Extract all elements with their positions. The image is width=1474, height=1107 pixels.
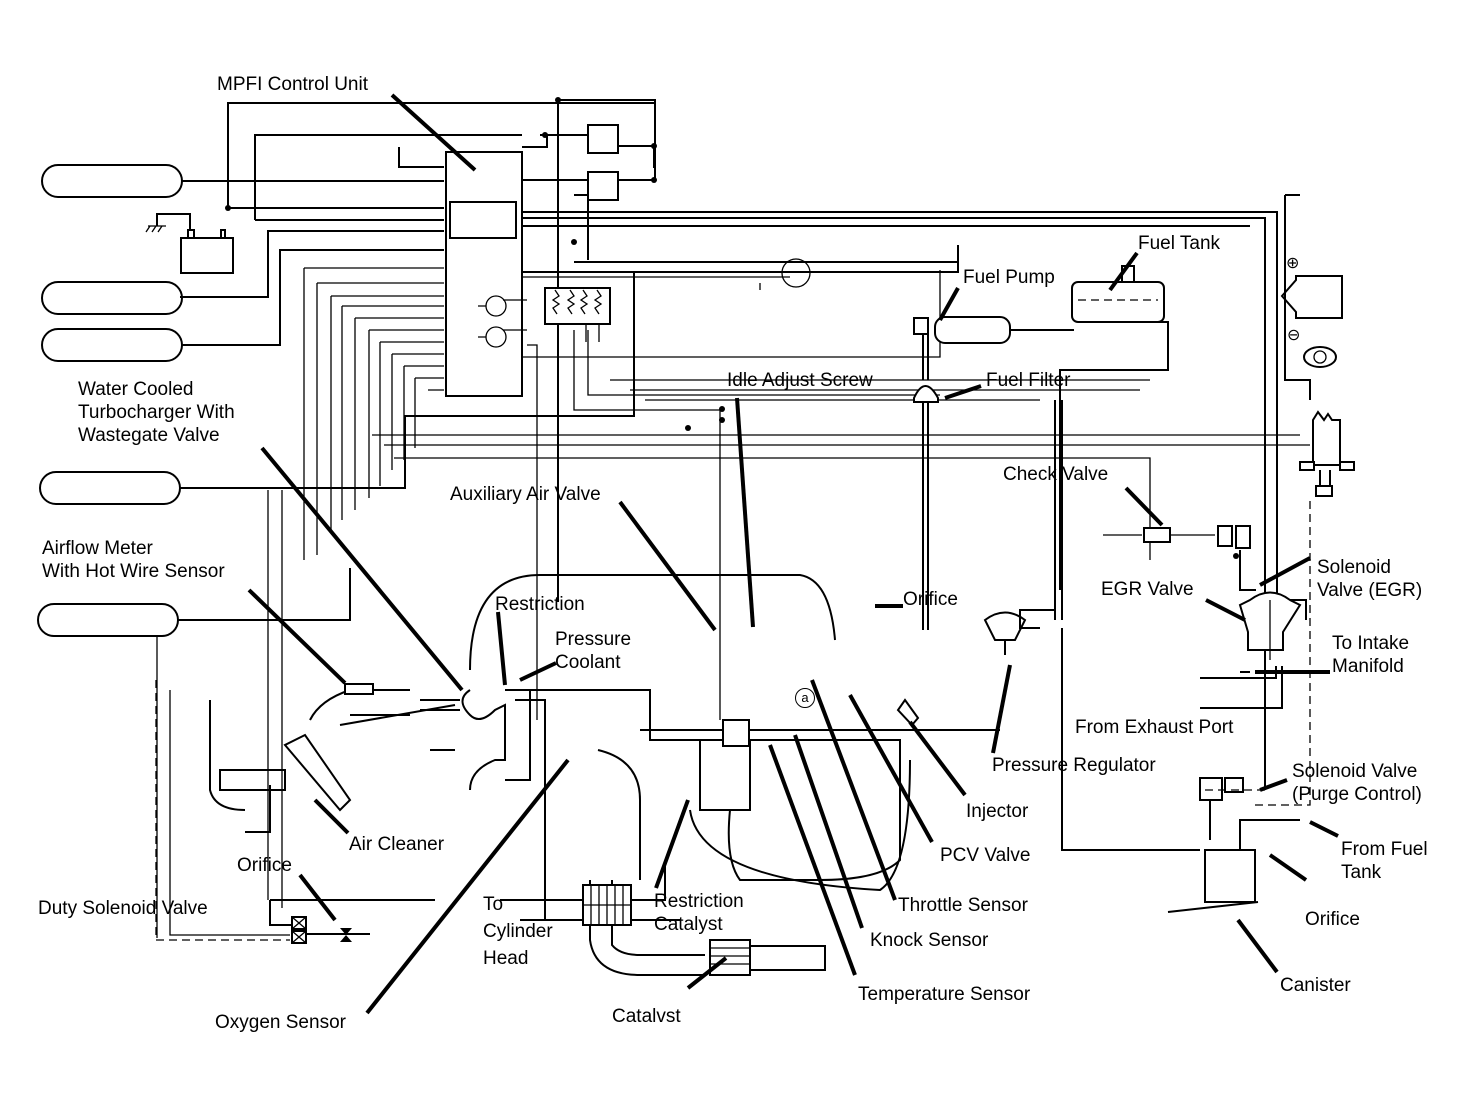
exhaust-system	[582, 880, 826, 976]
label-orifice-right: Orifice	[1305, 909, 1360, 930]
label-duty-solenoid-valve: Duty Solenoid Valve	[38, 898, 208, 919]
sensor-capsule-3	[41, 328, 183, 362]
label-restriction-catalyst: Restriction Catalyst	[654, 891, 744, 935]
label-check-valve: Check Valve	[1003, 464, 1109, 485]
harness-wiring	[155, 102, 656, 941]
label-throttle-sensor: Throttle Sensor	[898, 895, 1028, 916]
label-auxiliary-air-valve: Auxiliary Air Valve	[450, 484, 601, 505]
label-catalyst: Catalvst	[612, 1006, 681, 1027]
label-to-cylinder-head: To Cylinder Head	[483, 894, 553, 969]
label-egr-valve: EGR Valve	[1101, 579, 1194, 600]
label-knock-sensor: Knock Sensor	[870, 930, 989, 951]
canister-system	[1061, 500, 1311, 913]
label-fuel-pump: Fuel Pump	[963, 267, 1055, 288]
label-water-cooled-turbocharger: Water Cooled Turbocharger With Wastegate…	[78, 379, 235, 446]
junction-a-marker: a	[795, 688, 815, 708]
label-pcv-valve: PCV Valve	[940, 845, 1031, 866]
label-from-fuel-tank: From Fuel Tank	[1341, 839, 1428, 883]
sensor-capsule-5	[37, 603, 179, 637]
turbocharger-icon	[461, 689, 506, 791]
ignition-coil-icon	[1280, 275, 1343, 368]
coil-plus-symbol: ⊕	[1286, 255, 1300, 272]
duty-solenoid-icon	[269, 899, 435, 944]
catalyst-main-icon	[709, 939, 751, 976]
sensor-capsule-2	[41, 281, 183, 315]
label-orifice-mid: Orifice	[903, 589, 958, 610]
sensor-capsule-4	[39, 471, 181, 505]
sensor-capsule-1	[41, 164, 183, 198]
distributor-icon	[1299, 410, 1355, 497]
leader-arrows	[247, 93, 1339, 1015]
fuel-pump-icon	[934, 316, 1011, 344]
injector-icon	[896, 698, 920, 727]
label-injector: Injector	[966, 801, 1029, 822]
air-cleaner-icon	[283, 733, 352, 812]
control-unit-box	[445, 151, 527, 397]
label-temperature-sensor: Temperature Sensor	[858, 984, 1031, 1005]
engine-body	[209, 574, 1000, 921]
label-pressure-regulator: Pressure Regulator	[992, 755, 1156, 776]
label-air-cleaner: Air Cleaner	[349, 834, 445, 855]
label-from-exhaust-port: From Exhaust Port	[1075, 717, 1234, 738]
label-orifice-left: Orifice	[237, 855, 292, 876]
fuel-filter-icon	[913, 385, 939, 403]
label-solenoid-valve-egr: Solenoid Valve (EGR)	[1317, 557, 1423, 601]
canister-icon	[1204, 849, 1256, 903]
label-fuel-tank: Fuel Tank	[1138, 233, 1221, 254]
fuel-system	[913, 265, 1169, 630]
label-canister: Canister	[1280, 975, 1351, 996]
junction-dots	[225, 97, 1239, 559]
airflow-meter-icon	[344, 683, 374, 695]
label-idle-adjust-screw: Idle Adjust Screw	[727, 370, 873, 391]
coil-minus-symbol: ⊖	[1287, 327, 1301, 344]
label-pressure-coolant: Pressure Coolant	[555, 629, 632, 673]
pressure-regulator-icon	[983, 590, 1056, 655]
label-airflow-meter: Airflow Meter With Hot Wire Sensor	[42, 538, 225, 582]
label-fuel-filter: Fuel Filter	[986, 370, 1071, 391]
egr-system	[1103, 525, 1302, 709]
label-restriction-top: Restriction	[495, 594, 585, 615]
label-solenoid-valve-purge: Solenoid Valve (Purge Control)	[1292, 761, 1422, 805]
label-oxygen-sensor: Oxygen Sensor	[215, 1012, 346, 1033]
label-mpfi-control-unit: MPFI Control Unit	[217, 74, 368, 95]
battery-icon	[145, 213, 234, 274]
label-to-intake-manifold: To Intake Manifold	[1332, 633, 1410, 677]
